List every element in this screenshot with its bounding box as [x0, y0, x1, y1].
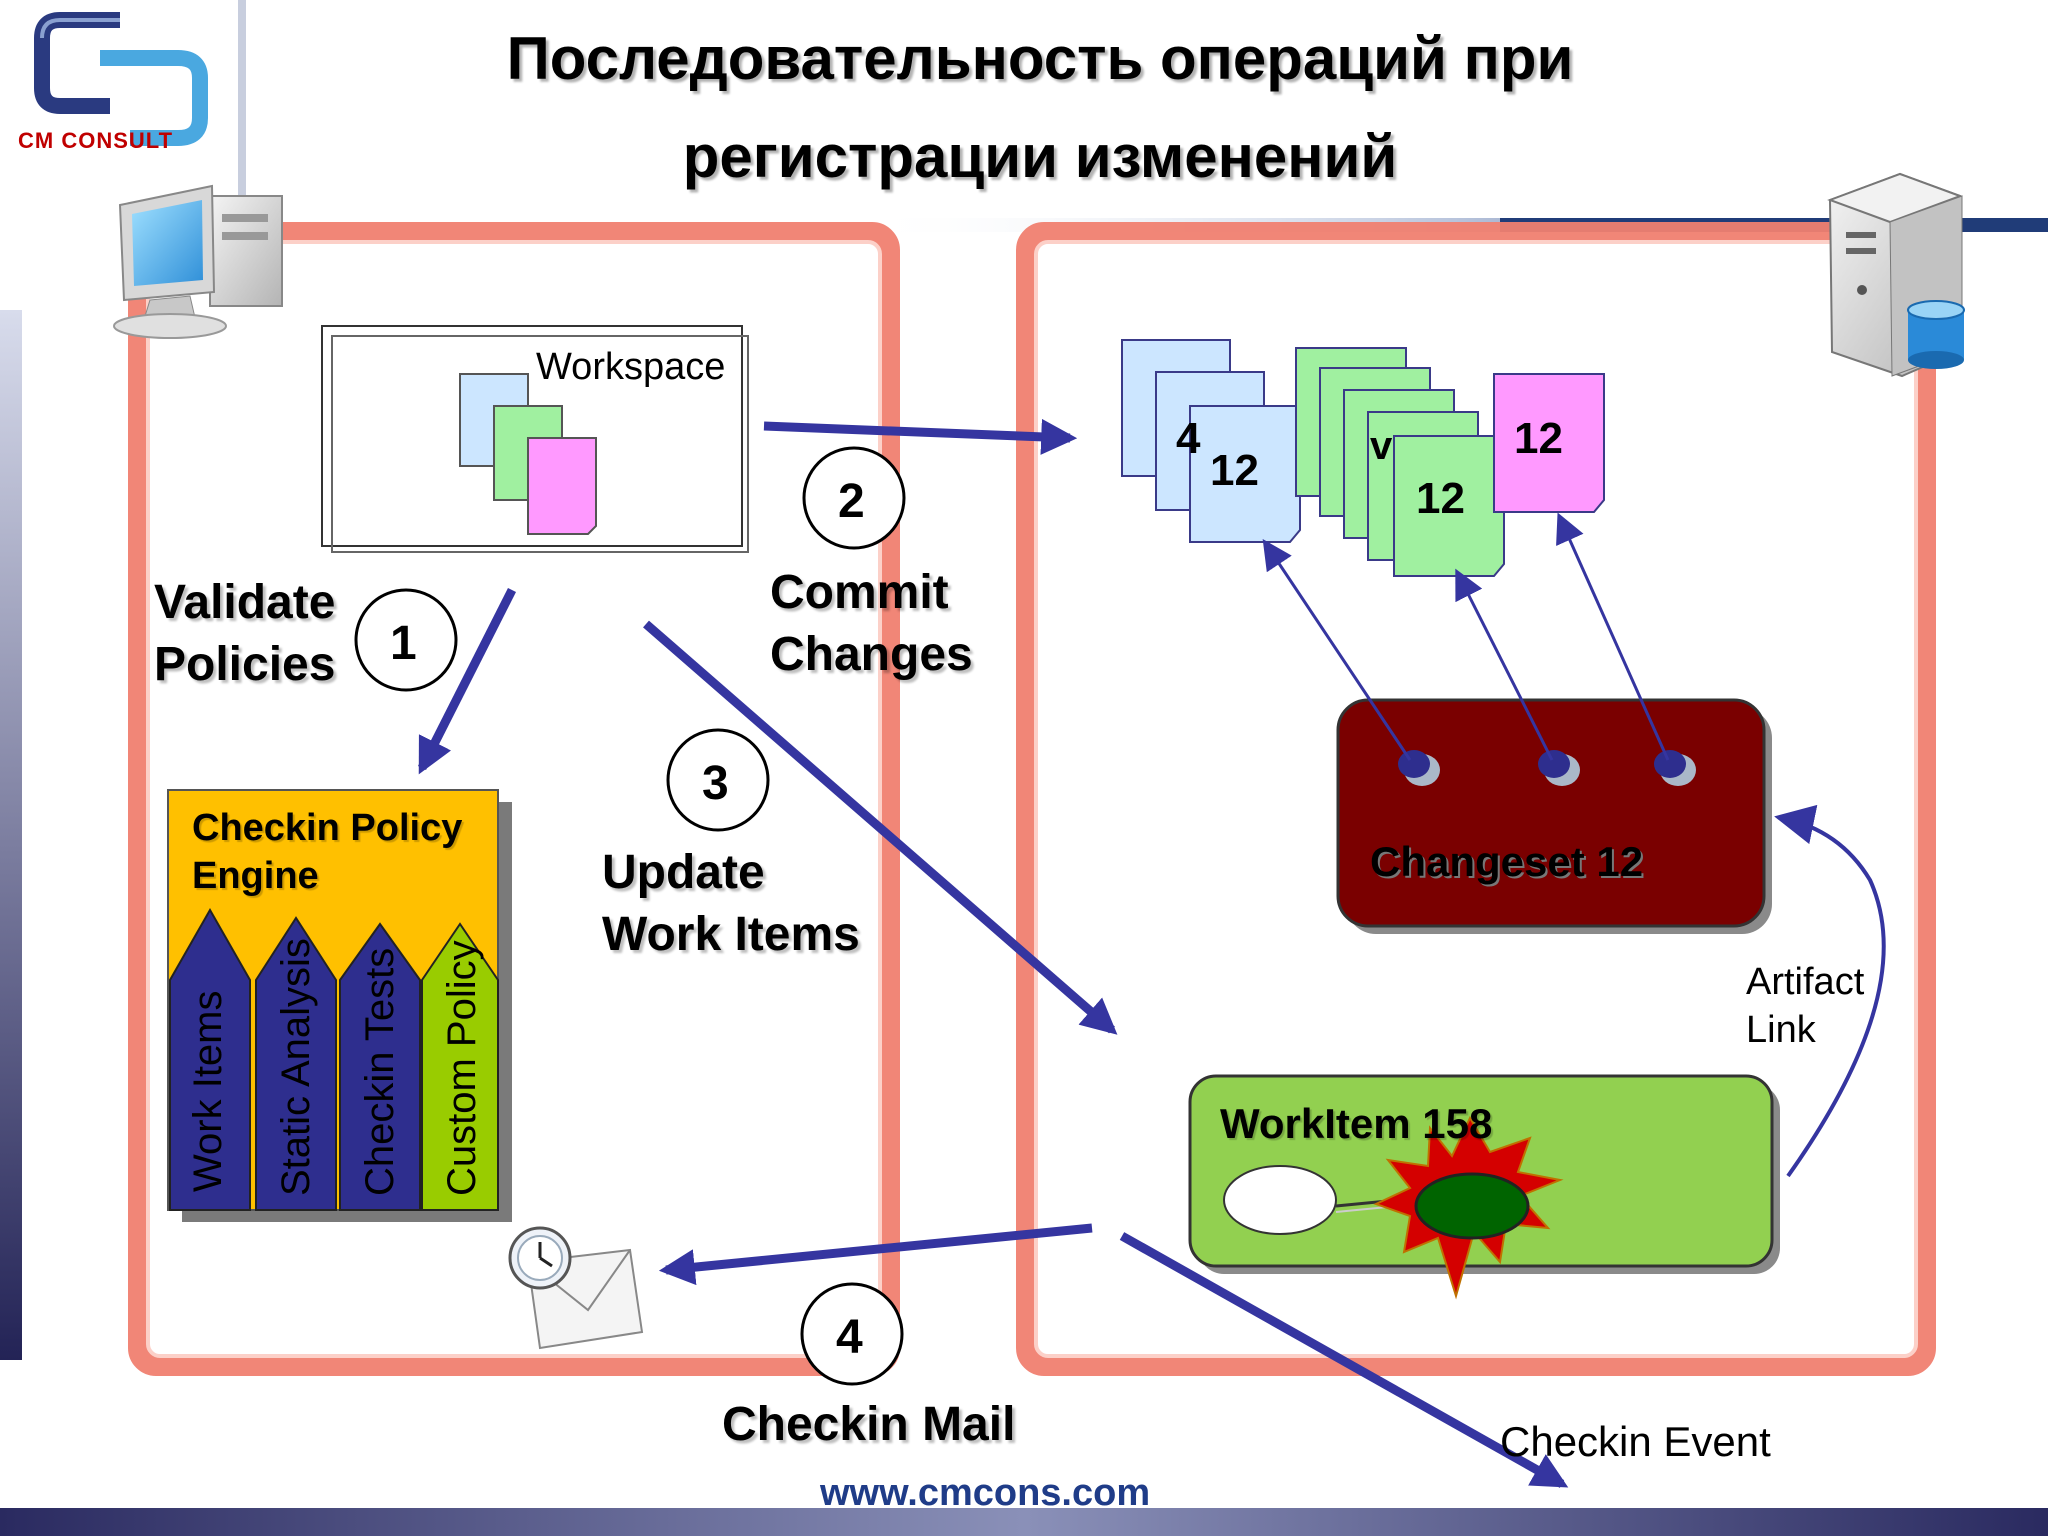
policy-label-static-analysis: Static Analysis — [274, 938, 318, 1196]
checkin-policy-engine — [167, 789, 512, 1222]
validate-arrow — [417, 587, 517, 775]
step-4-circle — [800, 1282, 904, 1386]
client-frame — [128, 222, 900, 1376]
changeset-link-green — [1455, 568, 1554, 761]
policy-label-custom-policy: Custom Policy — [440, 940, 484, 1196]
policy-work-items-arrow — [169, 907, 251, 1211]
artifact-link-line-2: Link — [1746, 1009, 1816, 1051]
server-frame-inner — [1034, 240, 1918, 1358]
commit-label-line-1: Commit — [770, 566, 949, 619]
engine-title-line-2: Engine — [192, 855, 319, 897]
cm-consult-logo — [34, 12, 208, 146]
bottom-gradient-bar — [0, 1508, 2048, 1536]
engine-title-line-1: Checkin Policy — [192, 807, 463, 849]
step-2-number: 2 — [838, 475, 865, 528]
commit-changes-label: Commit Changes — [770, 562, 973, 686]
green-back-version: v — [1370, 424, 1393, 468]
workspace-label: Workspace — [536, 346, 726, 388]
workitem-label: WorkItem 158 — [1220, 1100, 1493, 1147]
changeset-box — [1336, 698, 1772, 934]
artifact-link-arrow — [1774, 804, 1886, 1178]
server-frame — [1016, 222, 1936, 1376]
update-work-items-label: Update Work Items — [602, 842, 860, 966]
changeset-link-blue — [1262, 539, 1412, 761]
checkin-mail-label: Checkin Mail — [722, 1398, 1016, 1451]
step-2-circle — [802, 446, 906, 550]
policy-label-checkin-tests: Checkin Tests — [358, 947, 402, 1196]
step-1-circle — [354, 588, 458, 692]
engine-title: Checkin Policy Engine — [192, 804, 462, 900]
validate-label-line-1: Validate — [154, 576, 336, 629]
update-label-line-1: Update — [602, 846, 765, 899]
mail-clock-icon — [508, 1226, 644, 1350]
blue-back-version: 4 — [1176, 414, 1201, 463]
policy-label-work-items: Work Items — [186, 990, 230, 1192]
page-title-line-1: Последовательность операций при — [506, 25, 1574, 92]
validate-label-line-2: Policies — [154, 638, 336, 691]
update-workitems-arrow — [643, 620, 1118, 1035]
step-1-number: 1 — [390, 617, 417, 670]
server-icon — [1827, 172, 1965, 378]
workspace-documents — [459, 373, 597, 535]
workitem-node — [1414, 1172, 1530, 1240]
validate-policies-label: Validate Policies — [154, 572, 335, 696]
step-3-number: 3 — [702, 757, 729, 810]
left-gradient-bar — [0, 310, 22, 1360]
step-3-circle — [666, 728, 770, 832]
artifact-link-label: Artifact Link — [1746, 958, 1864, 1054]
client-frame-inner — [146, 240, 882, 1358]
checkin-event-label: Checkin Event — [1500, 1418, 1771, 1465]
page-title-line-2: регистрации изменений — [682, 123, 1398, 190]
pink-version: 12 — [1514, 414, 1563, 463]
checkin-event-arrow — [1119, 1232, 1569, 1488]
changeset-link-pink — [1556, 512, 1670, 761]
blue-document-stack — [1121, 339, 1301, 543]
policy-checkin-tests-arrow — [339, 922, 421, 1211]
policy-custom-policy-arrow — [421, 922, 499, 1211]
footer-url[interactable]: www.cmcons.com — [820, 1472, 1151, 1514]
commit-arrow — [763, 418, 1078, 455]
green-front-version: 12 — [1416, 474, 1465, 523]
policy-static-analysis-arrow — [255, 916, 337, 1211]
step-4-number: 4 — [836, 1311, 863, 1364]
artifact-link-line-1: Artifact — [1746, 961, 1865, 1003]
commit-label-line-2: Changes — [770, 628, 973, 681]
client-computer-icon — [113, 184, 283, 339]
changeset-label: Changeset 12 — [1370, 838, 1644, 885]
update-label-line-2: Work Items — [602, 908, 860, 961]
logo-text: CM CONSULT — [18, 128, 174, 153]
blue-front-version: 12 — [1210, 446, 1259, 495]
pink-document — [1493, 373, 1605, 513]
green-document-stack — [1295, 347, 1505, 577]
checkin-mail-arrow — [658, 1223, 1093, 1286]
